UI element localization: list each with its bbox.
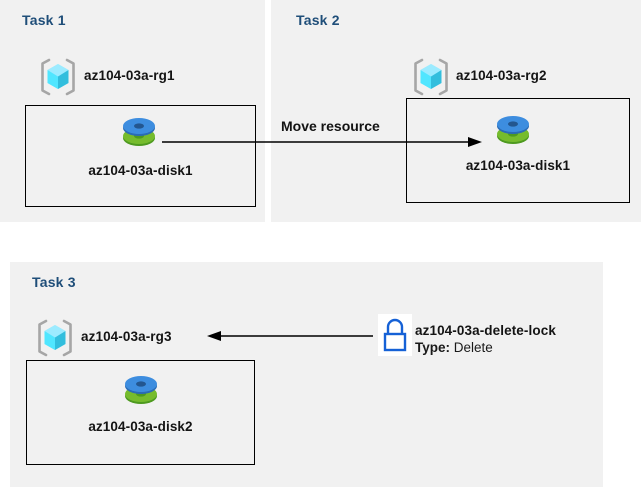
task-2-resource-group-box (406, 98, 630, 203)
resource-group-label-rg2: az104-03a-rg2 (456, 68, 547, 83)
resource-group-icon (409, 56, 453, 98)
task-3-resource-group-box (26, 360, 255, 465)
task-2-title: Task 2 (296, 12, 340, 28)
resource-group-label-rg1: az104-03a-rg1 (84, 68, 175, 83)
delete-lock-name: az104-03a-delete-lock (415, 323, 556, 338)
resource-group-icon (36, 56, 80, 98)
padlock-icon (378, 314, 412, 356)
task-1-title: Task 1 (22, 12, 66, 28)
task-1-resource-group-box (25, 105, 256, 207)
managed-disk-icon (492, 112, 534, 152)
move-resource-arrow (160, 124, 485, 160)
delete-lock-type: Type: Delete (415, 340, 493, 355)
task-1-panel (0, 0, 265, 222)
managed-disk-icon (120, 372, 162, 412)
resource-label-disk2: az104-03a-disk2 (88, 419, 193, 434)
task-3-panel (10, 262, 603, 487)
resource-group-label-rg3: az104-03a-rg3 (81, 329, 172, 344)
move-resource-label: Move resource (281, 118, 380, 134)
resource-label-disk1-moved: az104-03a-disk1 (465, 158, 571, 173)
task-2-panel (271, 0, 641, 222)
resource-label-disk1: az104-03a-disk1 (88, 163, 193, 178)
task-3-title: Task 3 (32, 274, 76, 290)
delete-lock-type-value: Delete (453, 340, 493, 355)
resource-group-icon (33, 317, 77, 359)
managed-disk-icon (118, 114, 160, 154)
delete-lock-type-label: Type: (415, 340, 451, 355)
delete-lock-arrow (205, 325, 375, 347)
